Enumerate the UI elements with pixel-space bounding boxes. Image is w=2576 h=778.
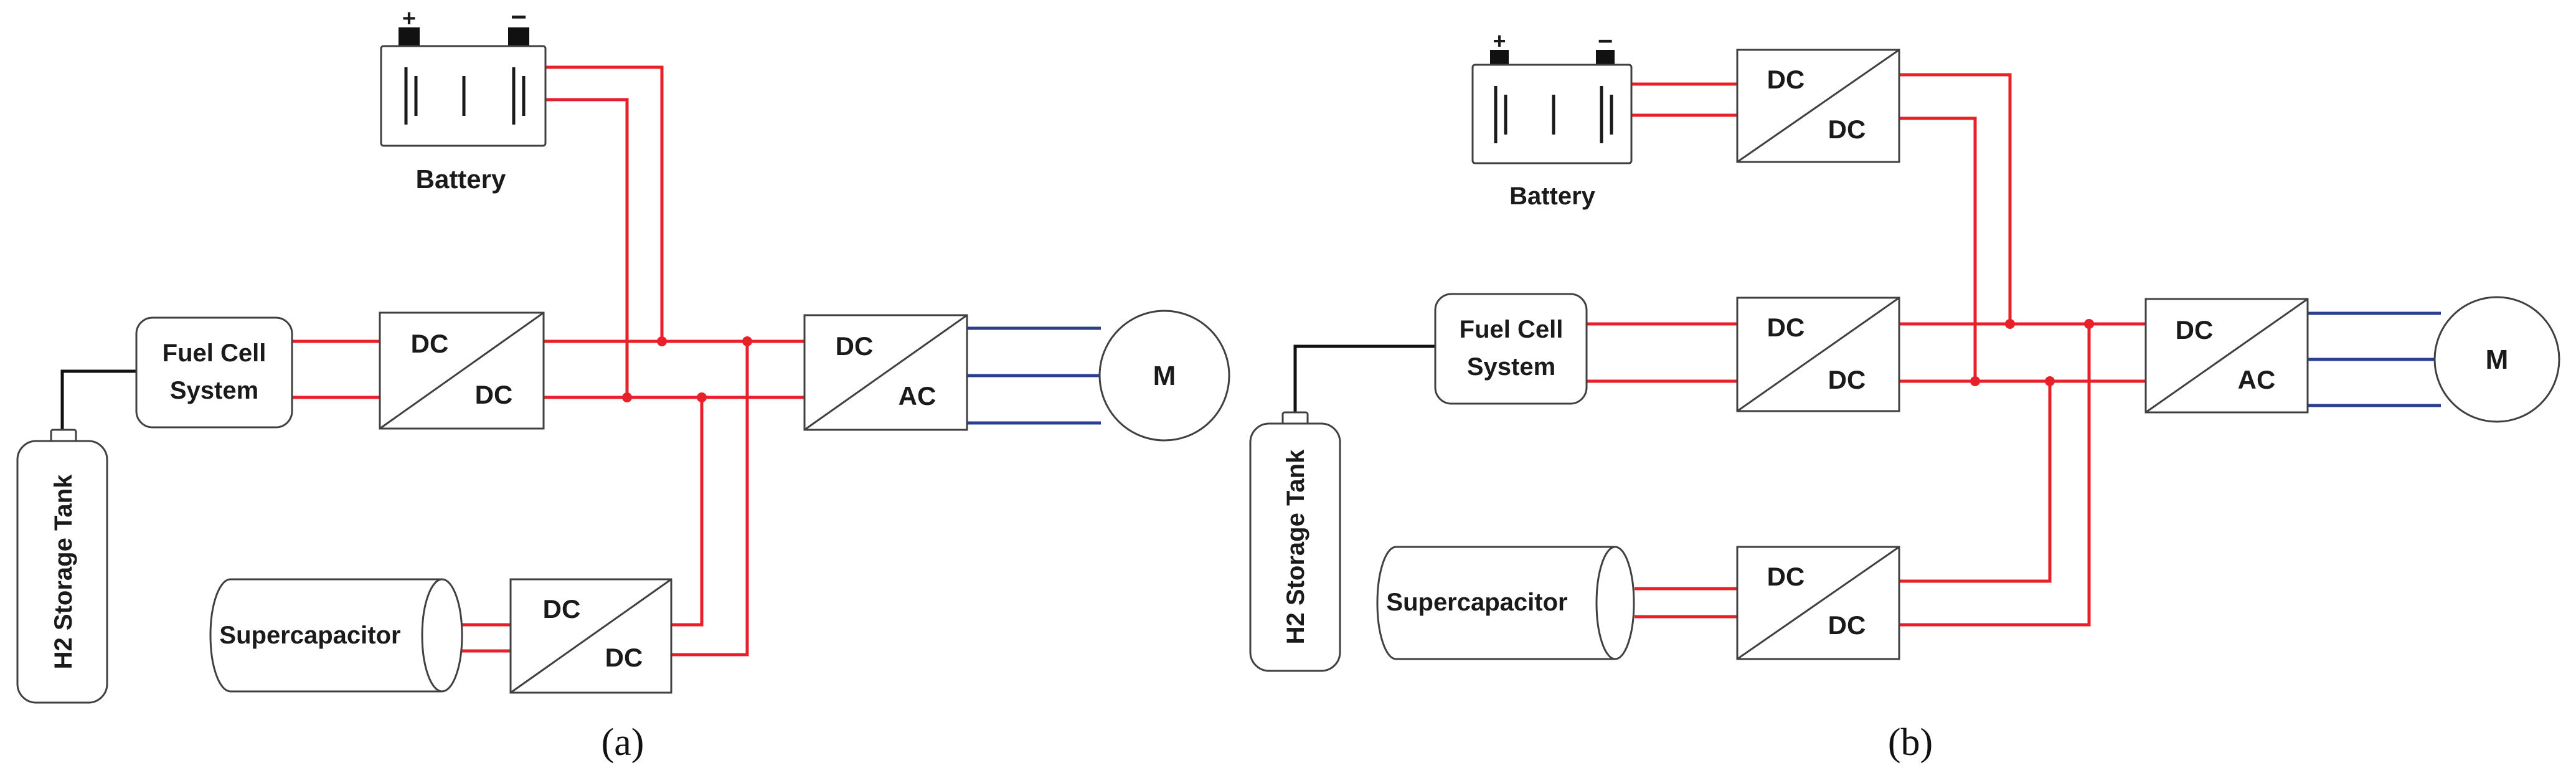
dc-bus-wires-a [292, 65, 804, 657]
inverter-input-label: DC [836, 331, 874, 361]
motor-label: M [2486, 344, 2509, 375]
battery-negative-terminal [508, 27, 529, 46]
inverter-input-label: DC [2176, 315, 2214, 344]
inverter-diagonal [804, 314, 968, 431]
diagram-a: + − Battery Fuel Cell System H2 Storage … [16, 2, 1230, 764]
fuel-cell-label-line2: System [170, 377, 258, 404]
junction-node [1970, 376, 1980, 386]
hydrogen-line-b [1293, 344, 1435, 412]
fuel-cell-system-a: Fuel Cell System [135, 316, 293, 429]
battery-positive-terminal [1490, 50, 1509, 66]
diagram-b: + − Battery DC DC Fuel Cell System [1249, 26, 2560, 764]
converter-diagonal [1737, 49, 1900, 163]
battery-a: + − Battery [380, 2, 547, 194]
motor-circle [1098, 310, 1230, 442]
fuel-cell-label-line1: Fuel Cell [1460, 316, 1564, 343]
hydrogen-line-a [60, 369, 136, 430]
battery-converter-wire-bottom [1899, 116, 1977, 381]
battery-positive-wire [545, 65, 664, 341]
inverter-diagonal [2145, 298, 2308, 414]
ac-wires-a [967, 326, 1101, 425]
battery-minus-sign: − [511, 2, 527, 32]
fuel-cell-dcdc-converter-b: DC DC [1736, 296, 1900, 412]
junction-node [622, 392, 632, 402]
h2-tank-label: H2 Storage Tank [1282, 449, 1309, 644]
battery-negative-terminal [1596, 50, 1615, 66]
supercap-dcdc-converter-a: DC DC [509, 578, 672, 694]
tank-body [1249, 422, 1341, 672]
dcac-inverter-b: DC AC [2144, 298, 2309, 414]
converter-input-label: DC [1767, 313, 1805, 342]
battery-minus-sign: − [1598, 26, 1613, 55]
converter-diagonal [1737, 546, 1900, 660]
junction-node [657, 336, 667, 346]
junction-node [742, 336, 752, 346]
junction-node [2084, 319, 2094, 329]
battery-negative-wire [545, 98, 629, 397]
battery-b: + − Battery [1471, 26, 1633, 210]
converter-output-label: DC [1828, 365, 1866, 394]
converter-output-label: DC [1828, 115, 1866, 144]
sc-converter-wire-top [671, 397, 704, 627]
supercapacitor-b: Supercapacitor [1376, 546, 1635, 660]
inverter-output-label: AC [2238, 365, 2276, 394]
converter-input-label: DC [1767, 65, 1805, 94]
fuel-cell-label-line1: Fuel Cell [163, 339, 267, 367]
junction-nodes-b [1970, 319, 2094, 386]
battery-label: Battery [416, 164, 506, 194]
inverter-output-label: AC [899, 381, 937, 410]
converter-input-label: DC [543, 594, 581, 624]
converter-output-label: DC [475, 380, 513, 409]
fuel-cell-system-b: Fuel Cell System [1434, 293, 1588, 405]
junction-node [2005, 319, 2015, 329]
fuel-cell-dcdc-converter-a: DC DC [379, 311, 545, 430]
supercap-dcdc-converter-b: DC DC [1736, 546, 1900, 660]
fuel-cell-label-line2: System [1467, 353, 1555, 381]
supercapacitor-a: Supercapacitor [209, 578, 463, 693]
converter-diagonal [1737, 296, 1900, 412]
battery-converter-wire-top [1899, 73, 2012, 324]
converter-input-label: DC [411, 329, 449, 358]
junction-node [697, 392, 707, 402]
h2-tank-label: H2 Storage Tank [50, 474, 77, 669]
battery-plus-sign: + [1493, 28, 1506, 54]
dc-bus-wires-b [1587, 73, 2146, 627]
sc-converter-wire-top [1899, 381, 2052, 583]
converter-output-label: DC [605, 643, 643, 672]
motor-a: M [1098, 310, 1230, 442]
converter-diagonal [379, 311, 544, 430]
converter-diagonal [510, 578, 672, 694]
caption-a: (a) [602, 721, 644, 764]
sc-converter-wire-bottom [671, 341, 749, 657]
motor-label: M [1153, 361, 1176, 391]
h2-storage-tank-b: H2 Storage Tank [1249, 411, 1341, 672]
motor-circle [2433, 296, 2560, 423]
motor-b: M [2433, 296, 2560, 423]
supercapacitor-label: Supercapacitor [1386, 589, 1567, 616]
caption-b: (b) [1888, 721, 1933, 764]
battery-positive-terminal [399, 27, 420, 46]
fuel-cell-box [135, 316, 293, 429]
junction-nodes-a [622, 336, 752, 402]
dcac-inverter-a: DC AC [803, 314, 968, 431]
tank-body [16, 440, 108, 704]
supercapacitor-label: Supercapacitor [219, 622, 400, 649]
sc-converter-wire-bottom [1899, 324, 2091, 627]
converter-output-label: DC [1828, 610, 1866, 640]
battery-plus-sign: + [402, 6, 416, 32]
battery-dcdc-converter-b: DC DC [1736, 49, 1900, 163]
fuel-cell-box [1434, 293, 1588, 405]
supercap-end [1595, 546, 1616, 660]
supercap-end [421, 578, 443, 693]
battery-label: Battery [1509, 183, 1596, 210]
converter-input-label: DC [1767, 562, 1805, 591]
ac-wires-b [2308, 311, 2441, 407]
h2-storage-tank-a: H2 Storage Tank [16, 429, 108, 704]
junction-node [2045, 376, 2055, 386]
